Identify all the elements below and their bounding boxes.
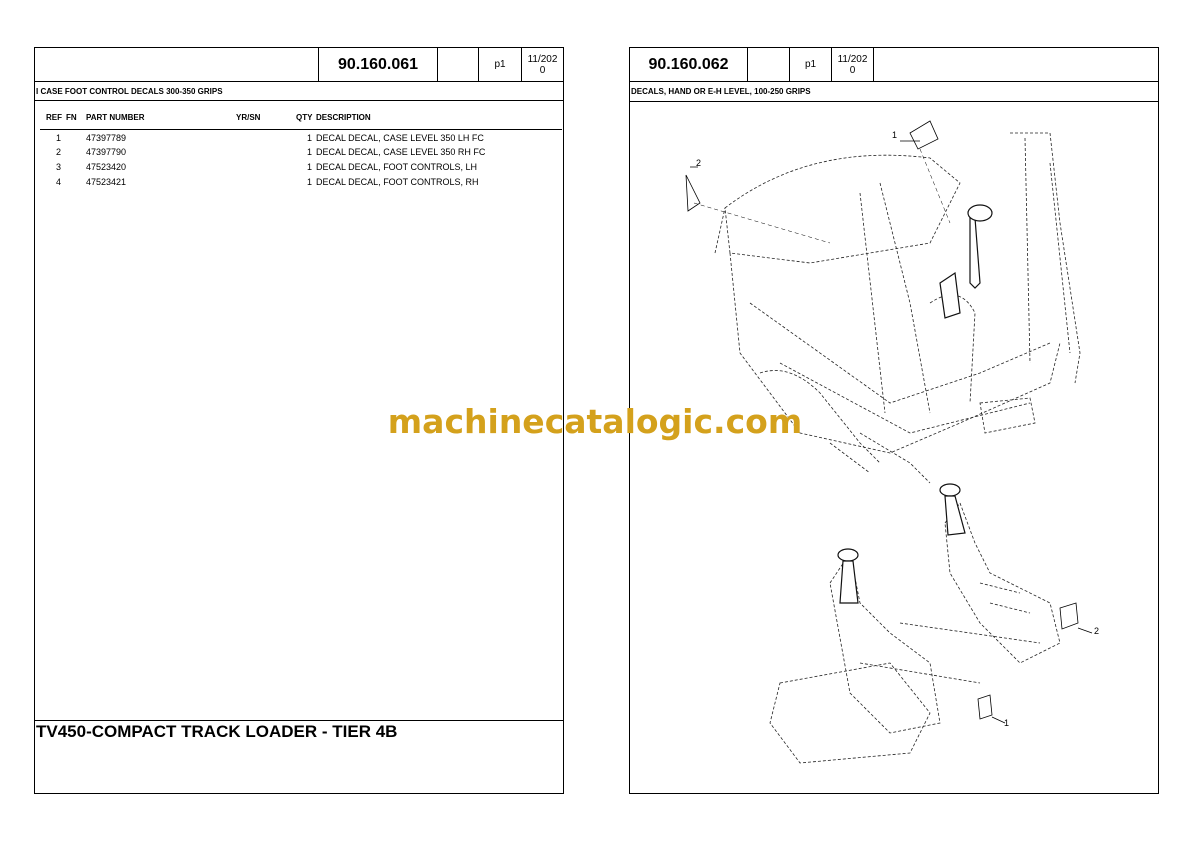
left-title-rule [34,100,564,101]
right-page-number: p1 [804,59,817,70]
left-page-number: p1 [494,59,506,70]
model-title: TV450-COMPACT TRACK LOADER - TIER 4B [36,722,398,741]
left-page-frame [34,47,564,794]
row-part-number: 47523420 [86,162,127,172]
callout-1-top: 1 [892,130,898,140]
row-description: DECAL DECAL, FOOT CONTROLS, RH [316,177,479,187]
left-ref-number: 90.160.061 [337,55,419,73]
row-ref: 1 [56,133,62,143]
row-part-number: 47397790 [86,147,127,157]
left-header-rule [34,81,564,82]
col-part-number: PART NUMBER [86,113,145,122]
row-ref: 4 [56,177,62,187]
right-blank-cell [747,47,790,82]
row-qty: 1 [307,162,313,172]
left-date-cell: 11/202 0 [521,47,564,82]
row-ref: 2 [56,147,62,157]
col-qty: QTY [296,113,313,122]
right-page-frame [629,47,1159,794]
right-ref-number-cell: 90.160.062 [629,47,748,82]
callout-2-left: 2 [696,158,702,168]
row-description: DECAL DECAL, CASE LEVEL 350 LH FC [316,133,484,143]
col-ref: REF [46,113,62,122]
col-yrsn: YR/SN [236,113,261,122]
left-ref-number-cell: 90.160.061 [318,47,438,82]
right-date-cell: 11/202 0 [831,47,874,82]
left-columns-rule [40,129,562,130]
left-blank-cell [437,47,479,82]
right-ref-number: 90.160.062 [648,55,729,73]
row-part-number: 47523421 [86,177,127,187]
row-qty: 1 [307,177,313,187]
right-title-rule [629,101,1159,102]
right-section-title: DECALS, HAND OR E-H LEVEL, 100-250 GRIPS [631,87,811,96]
callout-2-right: 2 [1094,626,1100,636]
right-date: 11/202 0 [837,53,868,76]
row-part-number: 47397789 [86,133,127,143]
row-qty: 1 [307,147,313,157]
right-header-rule [629,81,1159,82]
watermark: machinecatalogic.com [387,402,803,441]
right-page-cell: p1 [789,47,832,82]
left-footer-rule [34,720,564,721]
row-ref: 3 [56,162,62,172]
col-fn: FN [66,113,77,122]
left-page-cell: p1 [478,47,522,82]
row-description: DECAL DECAL, FOOT CONTROLS, LH [316,162,478,172]
callout-1-bottom: 1 [1004,718,1010,728]
col-description: DESCRIPTION [316,113,371,122]
left-date: 11/202 0 [527,53,558,76]
parts-illustration [685,120,1093,764]
row-description: DECAL DECAL, CASE LEVEL 350 RH FC [316,147,486,157]
left-section-title: I CASE FOOT CONTROL DECALS 300-350 GRIPS [36,87,223,96]
row-qty: 1 [307,133,313,143]
